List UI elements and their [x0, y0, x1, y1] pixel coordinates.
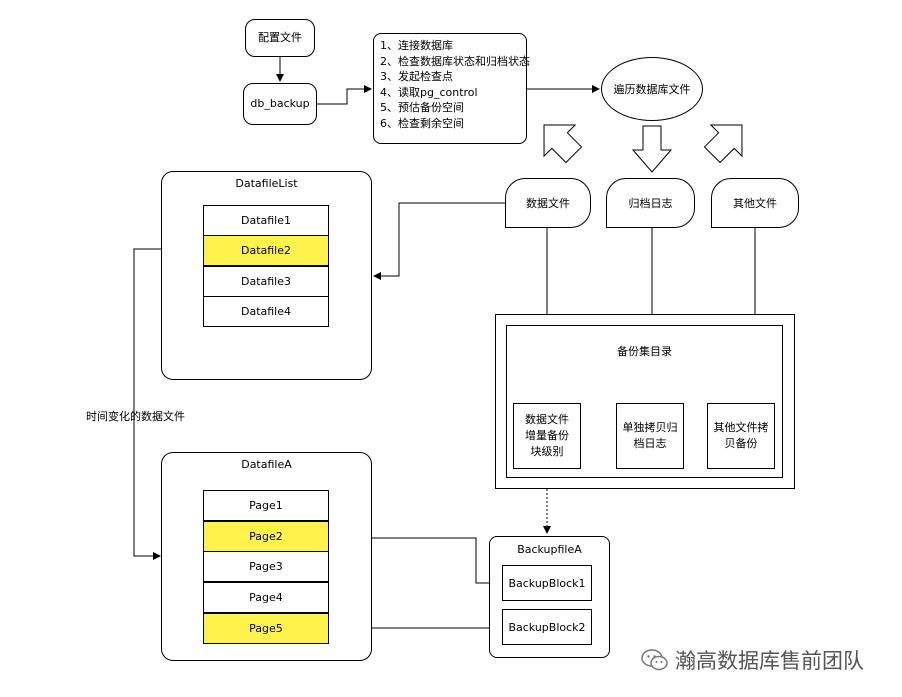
traverse-files-node: 遍历数据库文件: [601, 57, 703, 121]
page-row-label: Page2: [249, 530, 283, 543]
step-item: 3、发起检查点: [380, 70, 453, 84]
arrow-dbbackup-to-steps: [317, 85, 372, 105]
config-file-label: 配置文件: [258, 31, 302, 45]
other-copy-node: 其他文件拷 贝备份: [707, 403, 775, 469]
watermark-text: 瀚高数据库售前团队: [675, 649, 864, 673]
datafile-row: Datafile1: [203, 205, 329, 236]
step-item: 5、预估备份空间: [380, 101, 464, 115]
page-row-label: Page5: [249, 622, 283, 635]
step-item: 4、读取pg_control: [380, 85, 478, 99]
page-row-label: Page4: [249, 591, 283, 604]
archive-copy-label: 档日志: [633, 437, 667, 450]
data-files-node: 数据文件: [505, 178, 591, 228]
datafile-list-title: DatafileList: [235, 177, 298, 190]
other-files-node: 其他文件: [711, 178, 799, 228]
backup-block: BackupBlock1: [502, 565, 592, 601]
page-row: Page3: [203, 551, 329, 582]
hollow-arrow-left: [543, 124, 583, 164]
time-change-label: 时间变化的数据文件: [86, 410, 185, 423]
incremental-backup-node: 数据文件 增量备份 块级别: [513, 403, 581, 469]
datafile-row-label: Datafile2: [240, 244, 291, 257]
arrow-page2-to-block1: [329, 537, 501, 587]
arrow-datafile-to-list: [373, 202, 505, 280]
page-row: Page4: [203, 582, 329, 613]
other-copy-label: 其他文件拷: [713, 421, 769, 435]
backup-block: BackupBlock2: [502, 609, 592, 645]
config-file-node: 配置文件: [245, 19, 315, 57]
wechat-icon: [641, 649, 668, 671]
page-row-label: Page3: [249, 560, 283, 573]
backupfile-a-title: BackupfileA: [517, 543, 582, 556]
page-row-label: Page1: [249, 499, 283, 512]
page-row-highlighted: Page5: [203, 613, 329, 644]
archive-copy-label: 单独拷贝归: [622, 421, 678, 435]
archive-log-node: 归档日志: [606, 178, 695, 228]
hollow-arrow-right: [703, 124, 743, 164]
incremental-backup-label: 数据文件: [525, 413, 569, 427]
step-item: 2、检查数据库状态和归档状态: [380, 54, 530, 68]
db-backup-node: db_backup: [243, 83, 317, 125]
other-files-label: 其他文件: [733, 197, 777, 210]
archive-log-label: 归档日志: [628, 197, 673, 210]
hollow-arrow-down: [631, 125, 673, 173]
backup-block-label: BackupBlock2: [508, 620, 586, 634]
datafile-row-highlighted: Datafile2: [203, 235, 329, 266]
backup-set-title: 备份集目录: [617, 345, 672, 358]
page-row: Page1: [203, 490, 329, 521]
page-row-highlighted: Page2: [203, 521, 329, 552]
step-item: 6、检查剩余空间: [380, 116, 464, 130]
watermark: 瀚高数据库售前团队: [641, 645, 864, 675]
datafile-row: Datafile4: [203, 296, 329, 327]
datafile-row-label: Datafile4: [240, 305, 291, 318]
traverse-files-label: 遍历数据库文件: [613, 83, 691, 96]
db-backup-label: db_backup: [250, 97, 310, 111]
datafile-row: Datafile3: [203, 266, 329, 297]
other-copy-label: 贝备份: [724, 437, 758, 450]
archive-copy-node: 单独拷贝归 档日志: [616, 403, 684, 469]
datafile-row-label: Datafile1: [240, 214, 291, 227]
data-files-label: 数据文件: [526, 197, 570, 210]
step-item: 1、连接数据库: [380, 39, 453, 52]
backup-block-label: BackupBlock1: [508, 576, 586, 590]
incremental-backup-label: 块级别: [530, 444, 564, 458]
pre-backup-steps: 1、连接数据库 2、检查数据库状态和归档状态 3、发起检查点 4、读取pg_co…: [373, 33, 530, 144]
datafile-row-label: Datafile3: [240, 275, 291, 288]
datafile-a-title: DatafileA: [241, 458, 292, 471]
incremental-backup-label: 增量备份: [525, 429, 569, 443]
